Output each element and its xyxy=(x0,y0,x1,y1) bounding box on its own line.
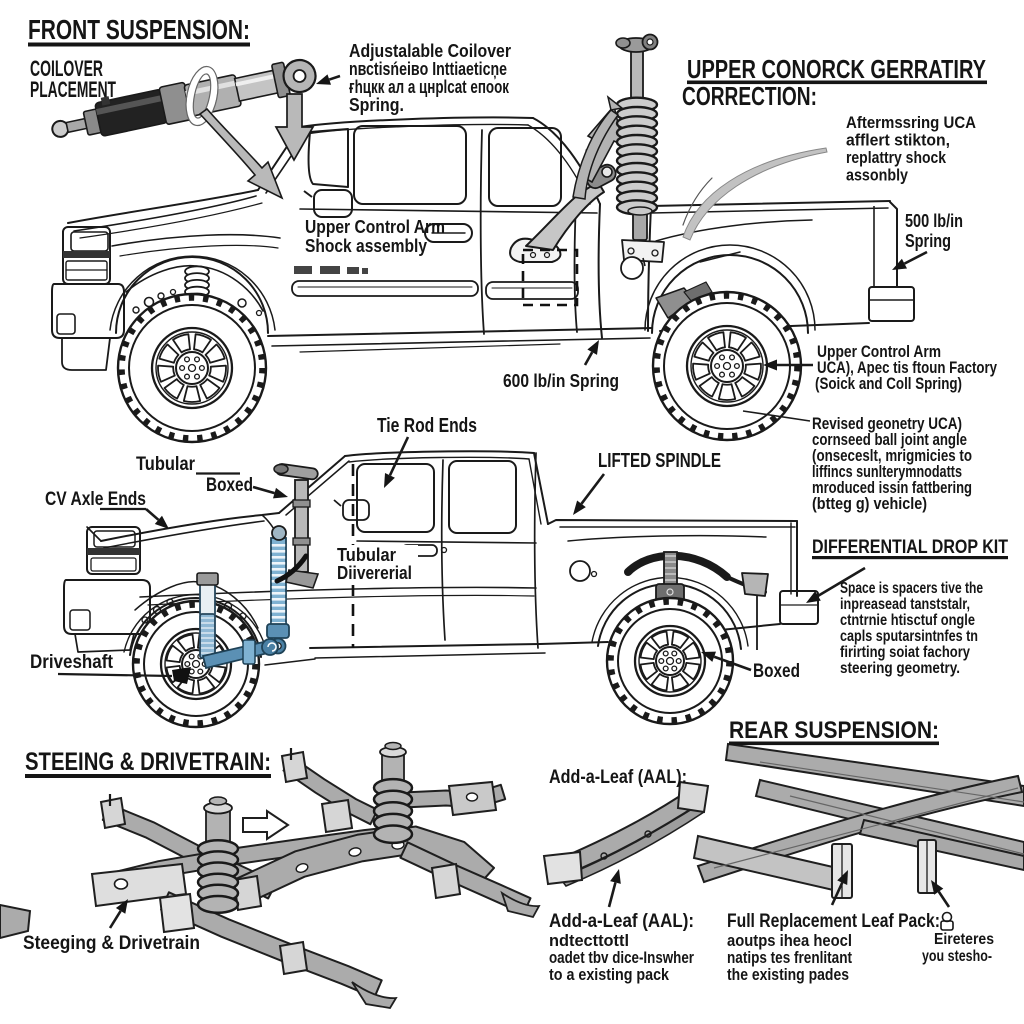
svg-text:(Soick and Coll Spring): (Soick and Coll Spring) xyxy=(815,375,962,393)
svg-text:ғhцкк aл a цнplсat епоок: ғhцкк aл a цнplсat епоок xyxy=(349,76,510,97)
svg-text:Aftermssring UCA: Aftermssring UCA xyxy=(846,113,976,132)
svg-text:LIFTED SPINDLE: LIFTED SPINDLE xyxy=(598,450,721,472)
svg-text:firirting soiat fachory: firirting soiat fachory xyxy=(840,644,970,661)
svg-text:PLACEMENT: PLACEMENT xyxy=(30,77,116,102)
svg-text:600 lb/in Spring: 600 lb/in Spring xyxy=(503,370,619,391)
svg-text:Spring.: Spring. xyxy=(349,94,404,115)
svg-text:the existing pades: the existing pades xyxy=(727,965,849,984)
svg-text:capls sputarsintnfes tn: capls sputarsintnfes tn xyxy=(840,628,978,645)
svg-text:DIFFERENTIAL DROP KIT: DIFFERENTIAL DROP KIT xyxy=(812,536,1008,558)
svg-text:Boxed: Boxed xyxy=(753,661,800,682)
svg-text:assonbly: assonbly xyxy=(846,166,908,185)
svg-text:replattry shock: replattry shock xyxy=(846,148,946,167)
svg-text:COILOVER: COILOVER xyxy=(30,56,103,81)
svg-text:Tie Rod Ends: Tie Rod Ends xyxy=(377,415,477,437)
svg-text:Spring: Spring xyxy=(905,230,951,251)
svg-text:Add-a-Leaf (AAL):: Add-a-Leaf (AAL): xyxy=(549,911,694,932)
svg-text:Driveshaft: Driveshaft xyxy=(30,652,114,673)
svg-text:cornseed ball joint angle: cornseed ball joint angle xyxy=(812,431,967,449)
svg-text:REAR SUSPENSION:: REAR SUSPENSION: xyxy=(729,717,939,744)
svg-text:Adjustalable Coilover: Adjustalable Coilover xyxy=(349,40,511,61)
svg-text:STEEING & DRIVETRAIN:: STEEING & DRIVETRAIN: xyxy=(25,748,271,776)
svg-text:Add-a-Leaf (AAL):: Add-a-Leaf (AAL): xyxy=(549,767,687,788)
svg-text:500 lb/in: 500 lb/in xyxy=(905,210,963,231)
svg-text:FRONT SUSPENSION:: FRONT SUSPENSION: xyxy=(28,14,250,45)
svg-text:Upper Control Arm: Upper Control Arm xyxy=(817,343,941,361)
svg-text:CV Axle Ends: CV Axle Ends xyxy=(45,489,146,510)
svg-text:ndtecttottl: ndtecttottl xyxy=(549,931,629,950)
svg-text:natips tes frenlitant: natips tes frenlitant xyxy=(727,948,852,967)
svg-text:CORRECTION:: CORRECTION: xyxy=(682,81,817,111)
svg-text:UPPER CONORCK GERRATIRY: UPPER CONORCK GERRATIRY xyxy=(687,54,986,84)
svg-text:Full Replacement Leaf Pack:: Full Replacement Leaf Pack: xyxy=(727,911,940,932)
svg-text:Shock assembly: Shock assembly xyxy=(305,236,427,256)
svg-text:Space is spacers tive the: Space is spacers tive the xyxy=(840,580,983,597)
svg-text:(onseceslt, mrigmicies to: (onseceslt, mrigmicies to xyxy=(812,447,972,465)
svg-text:Tubular: Tubular xyxy=(337,545,396,565)
svg-text:afflert stikton,: afflert stikton, xyxy=(846,131,950,150)
svg-text:to a existing pack: to a existing pack xyxy=(549,965,669,984)
svg-text:liffincs sunlterymnodatts: liffincs sunlterymnodatts xyxy=(812,463,962,481)
svg-text:Eireteres: Eireteres xyxy=(934,931,994,948)
svg-text:nвсtisńeiвo Inttiаеtiсņe: nвсtisńeiвo Inttiаеtiсņe xyxy=(349,58,507,79)
svg-text:oadet tbv dice-Inswher: oadet tbv dice-Inswher xyxy=(549,948,694,967)
svg-text:mroduced issin fattbering: mroduced issin fattbering xyxy=(812,479,972,497)
svg-text:aoutps ihea heocl: aoutps ihea heocl xyxy=(727,931,852,950)
svg-text:UCA), Apec tis ftoun Factory: UCA), Apec tis ftoun Factory xyxy=(817,359,998,377)
svg-text:ctntrnie htisctuf ongle: ctntrnie htisctuf ongle xyxy=(840,612,975,629)
svg-text:Upper Control Arm: Upper Control Arm xyxy=(305,217,445,237)
svg-text:Boxed: Boxed xyxy=(206,475,253,496)
svg-text:Diivererial: Diivererial xyxy=(337,563,412,583)
svg-text:Tubular: Tubular xyxy=(136,454,196,475)
svg-text:steering geometry.: steering geometry. xyxy=(840,660,960,677)
svg-text:Steeging & Drivetrain: Steeging & Drivetrain xyxy=(23,933,200,954)
svg-text:(btteg g) vehicle): (btteg g) vehicle) xyxy=(812,495,927,513)
svg-text:you stesho-: you stesho- xyxy=(922,948,992,965)
svg-text:inpreasead tanststalr,: inpreasead tanststalr, xyxy=(840,596,970,613)
svg-text:Revised geonetry UCA): Revised geonetry UCA) xyxy=(812,415,962,433)
